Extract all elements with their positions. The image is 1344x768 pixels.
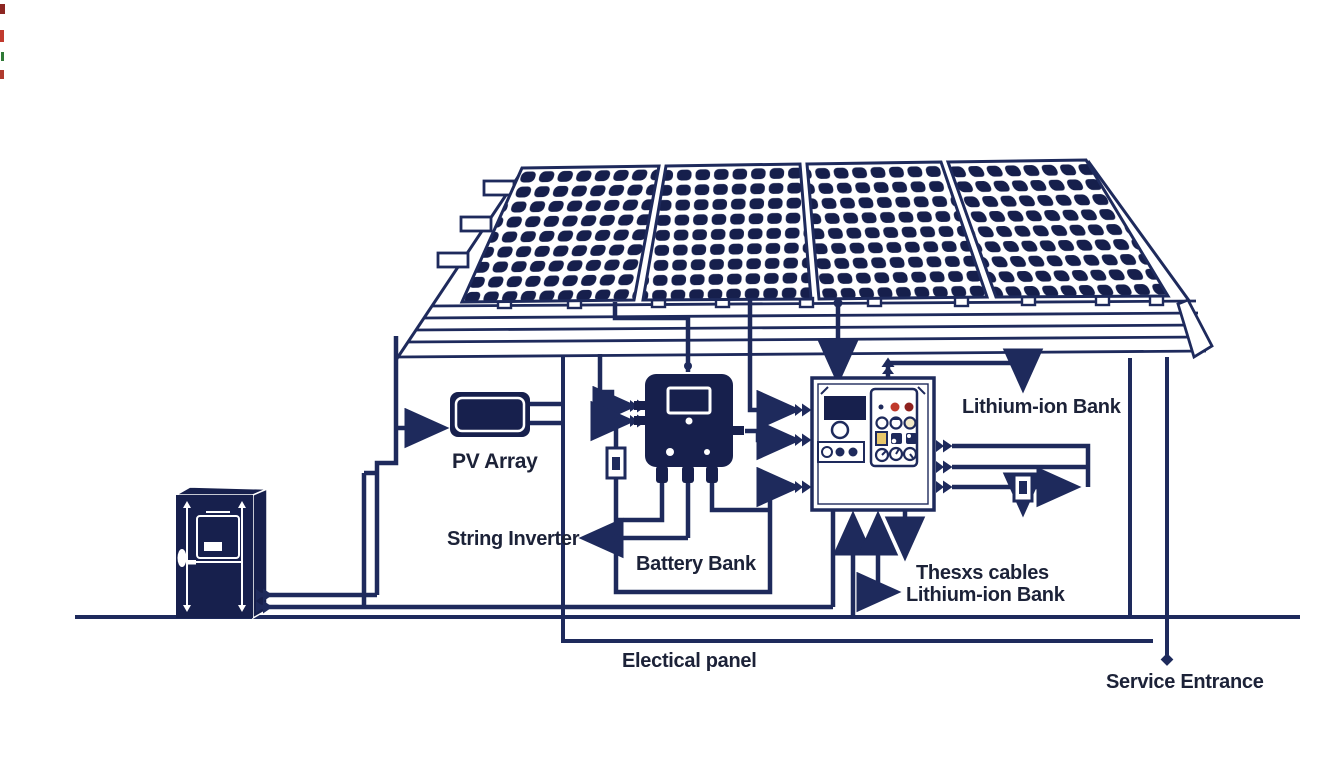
dark-red-led	[904, 402, 914, 412]
roof-step	[436, 251, 470, 269]
button	[903, 416, 917, 430]
red-led	[890, 402, 900, 412]
junction-dot	[684, 362, 692, 370]
connector-icon	[936, 460, 953, 474]
inverter-port	[634, 416, 646, 425]
corner-ticks	[820, 386, 926, 395]
fascia-line	[407, 335, 1204, 344]
label-lithium-ion-bank-top: Lithium-ion Bank	[962, 396, 1122, 418]
solar-panel-array	[459, 158, 1171, 304]
strip-knob	[835, 447, 845, 457]
gauge-needle	[909, 453, 914, 459]
panel-dial	[830, 420, 850, 440]
button-cluster	[869, 387, 919, 468]
inverter-box	[634, 374, 744, 483]
amber-button	[875, 431, 888, 446]
fuse-output	[1012, 473, 1034, 503]
cabinet-detail	[177, 501, 246, 612]
inverter-knob	[666, 448, 674, 456]
connector-icon	[936, 439, 953, 453]
label-battery-bank: Battery Bank	[636, 553, 757, 575]
inverter-gland	[656, 466, 668, 483]
pv-combiner	[450, 392, 530, 437]
wire-roof-to-panel	[747, 300, 802, 431]
edge-artifacts	[0, 4, 5, 79]
connector-icon	[881, 357, 895, 374]
wire-roof-to-meter	[374, 336, 399, 595]
label-pv-array: PV Array	[452, 450, 538, 473]
wire-inverter-stub-right	[709, 483, 768, 513]
service-entrance-node	[1160, 653, 1174, 666]
junction-dot	[833, 298, 843, 308]
inverter-port	[634, 401, 646, 410]
label-these-cables: Thesxs cables	[916, 562, 1049, 584]
connector-icon	[936, 480, 953, 494]
eave-corner-right	[1176, 298, 1214, 360]
button-mark	[907, 434, 911, 438]
fuse-battery	[605, 446, 627, 480]
pv-array-box	[450, 392, 530, 437]
gauge-needle	[895, 448, 900, 455]
junction-dot	[612, 417, 620, 425]
roof-step	[459, 215, 493, 233]
connector-icon	[795, 433, 812, 447]
indicator-dot	[878, 404, 884, 410]
inverter-gland	[682, 466, 694, 483]
solar-panel-1	[459, 164, 661, 304]
wire-pv-to-wall	[530, 401, 563, 426]
label-service-entrance: Service Entrance	[1106, 671, 1264, 693]
gauge-needle	[881, 450, 887, 456]
labels: PV Array String Inverter Battery Bank Li…	[447, 396, 1264, 693]
left-wall-and-conduit	[561, 356, 1153, 643]
strip-knob	[821, 446, 833, 458]
roof-structure	[394, 160, 1214, 361]
solar-panel-4	[945, 158, 1171, 299]
house-structure	[75, 356, 1300, 666]
cabinet-top	[173, 486, 268, 496]
panel-display	[824, 396, 866, 420]
solar-panel-3	[805, 160, 990, 301]
button-mark	[891, 416, 901, 420]
inverter-led	[685, 417, 693, 425]
control-panel-box	[810, 376, 936, 512]
connector-icon	[795, 480, 812, 494]
fascia-line	[397, 349, 1207, 359]
wire-inverter-to-panel	[745, 419, 802, 461]
inverter-gland	[706, 466, 718, 483]
wire-inverter-stub-left	[618, 483, 665, 523]
wire-meter-riser	[361, 470, 377, 607]
meter-cabinet	[173, 486, 273, 620]
wire-roof-to-inverter-left	[592, 354, 638, 427]
wiring	[258, 298, 1088, 617]
junction-dot	[612, 534, 620, 542]
connector-icon	[795, 403, 812, 417]
solar-panel-2	[641, 162, 813, 302]
strip-knob	[848, 447, 858, 457]
fascia-line	[423, 311, 1199, 320]
button-mark	[891, 438, 897, 444]
inverter-knob	[704, 449, 710, 455]
wire-roof-to-inverter-top	[612, 302, 691, 372]
label-string-inverter: String Inverter	[447, 528, 580, 550]
inverter-port	[732, 426, 744, 435]
roof-gable-right	[1086, 160, 1192, 303]
inverter-display	[666, 386, 712, 415]
pv-combiner-face	[454, 396, 526, 433]
panel-mounting-feet	[496, 294, 1165, 310]
label-electrical-panel: Electical panel	[622, 650, 756, 672]
label-lithium-ion-bank-bottom: Lithium-ion Bank	[906, 584, 1066, 606]
button	[875, 416, 889, 430]
fascia-line	[415, 323, 1201, 332]
